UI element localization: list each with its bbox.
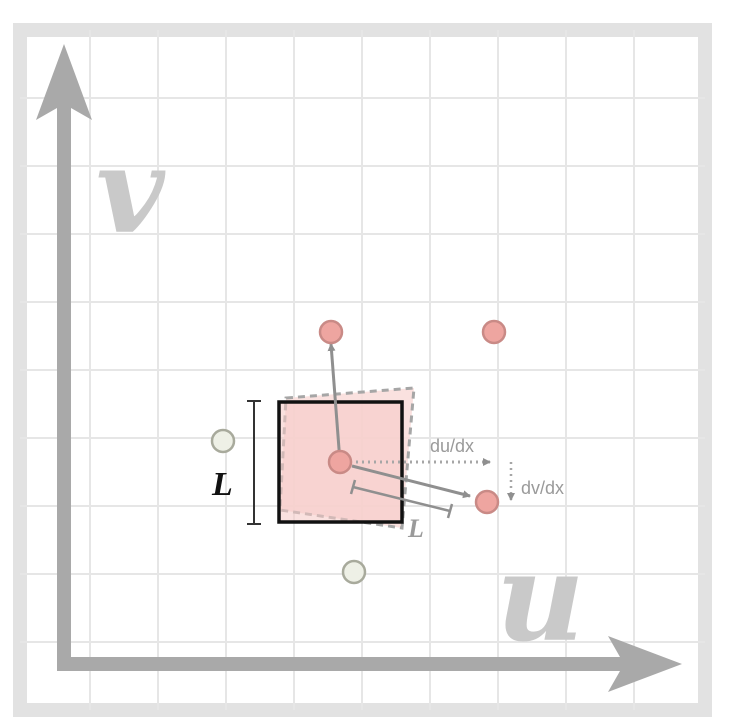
top-right-texel-point xyxy=(481,319,507,345)
bottom-neighbor-point xyxy=(341,559,367,585)
top-texel-point xyxy=(318,319,344,345)
u-axis-label: u xyxy=(496,525,585,669)
v-axis-arrowhead xyxy=(36,44,92,120)
left-neighbor-point xyxy=(210,428,236,454)
side-length-label: L xyxy=(211,466,233,503)
projected-length-bracket xyxy=(349,479,454,519)
u-axis-arrowhead xyxy=(608,636,682,692)
projected-length-label: L xyxy=(407,514,424,543)
projected-axis-arrow xyxy=(351,464,471,499)
v-direction-arrow xyxy=(327,343,342,463)
right-texel-point xyxy=(474,489,500,515)
center-texel-point xyxy=(327,449,353,475)
dv-dx-label: dv/dx xyxy=(521,478,564,498)
texel-grid xyxy=(20,30,705,710)
v-axis-label: v xyxy=(96,121,166,260)
side-length-bracket xyxy=(247,400,261,525)
du-dx-label: du/dx xyxy=(430,436,474,456)
uv-axes: v u xyxy=(36,44,682,692)
